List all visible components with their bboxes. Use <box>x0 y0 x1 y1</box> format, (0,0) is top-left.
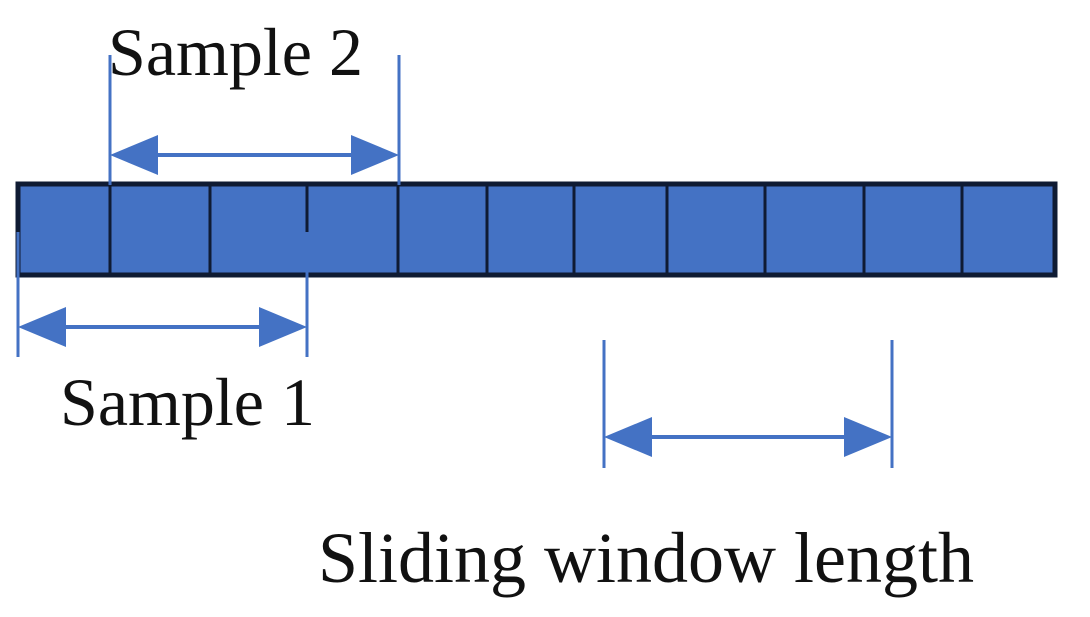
sample-1-label: Sample 1 <box>60 364 315 440</box>
sequence-cell <box>862 182 964 277</box>
arrowhead-right <box>844 417 892 457</box>
sequence-cell <box>208 182 309 277</box>
arrowhead-left <box>18 307 66 347</box>
sequence-cell <box>16 182 112 277</box>
arrowhead-right <box>259 307 307 347</box>
sequence-cell <box>485 182 576 277</box>
sample-1-arrow <box>16 232 309 357</box>
arrow-group <box>16 55 894 468</box>
sequence-bar <box>15 181 1058 278</box>
sequence-cell <box>665 182 767 277</box>
arrowhead-left <box>110 135 158 175</box>
sliding-window-length-label: Sliding window length <box>318 518 975 598</box>
sequence-cell <box>305 182 400 277</box>
sequence-cell <box>396 182 489 277</box>
arrowhead-right <box>351 135 399 175</box>
sample-2-label: Sample 2 <box>108 14 363 90</box>
arrowhead-left <box>604 417 652 457</box>
sequence-cell <box>572 182 669 277</box>
sliding-window-arrow <box>602 340 894 468</box>
sequence-cell <box>763 182 866 277</box>
sample-2-arrow <box>108 55 401 185</box>
sequence-bar-outline <box>15 181 1058 278</box>
sequence-cell <box>960 182 1057 277</box>
sequence-cell <box>108 182 212 277</box>
